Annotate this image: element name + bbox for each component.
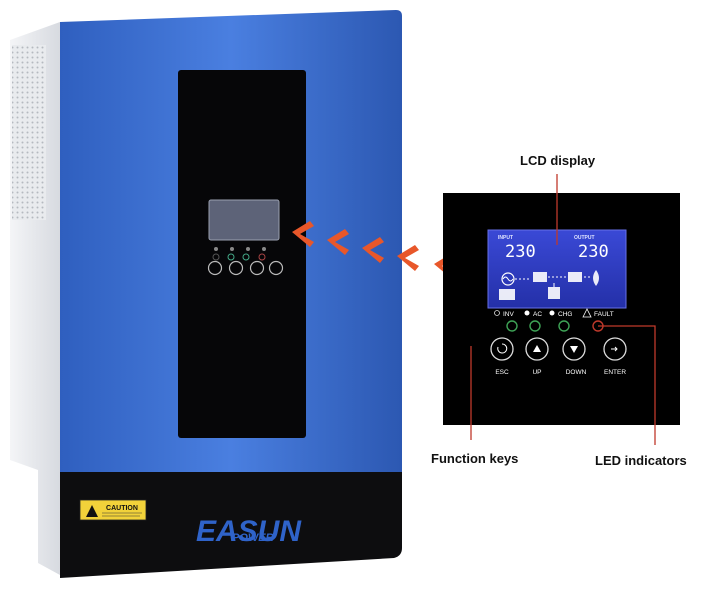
inverter-device: CAUTION EASUN POWER xyxy=(10,10,402,578)
solar-panel-icon xyxy=(499,289,515,300)
led-label-chg: CHG xyxy=(558,311,572,318)
led-label-row: INV AC CHG FAULT xyxy=(494,308,614,318)
brand-main: EASUN xyxy=(196,515,302,548)
callout-led-indicators: LED indicators xyxy=(595,453,687,468)
caution-text: CAUTION xyxy=(106,505,138,512)
caution-label: CAUTION xyxy=(79,499,147,521)
return-icon xyxy=(497,343,508,354)
inverter-icon xyxy=(533,272,547,282)
down-label: DOWN xyxy=(566,369,587,376)
led-label-inv: INV xyxy=(503,311,515,318)
side-vent xyxy=(12,45,46,220)
enter-label: ENTER xyxy=(604,369,626,376)
callout-lines xyxy=(470,174,656,445)
led-ac xyxy=(529,320,541,332)
callout-function-keys: Function keys xyxy=(431,451,518,466)
esc-key[interactable] xyxy=(490,337,514,361)
callout-lcd-display: LCD display xyxy=(520,153,596,168)
callout-line-leds xyxy=(598,325,656,445)
device-key-row xyxy=(207,260,284,276)
detail-panel: INPUT OUTPUT 230 230 INV AC CHG xyxy=(443,193,680,425)
ac-source-icon xyxy=(501,272,515,286)
sun-icon xyxy=(549,310,555,316)
lcd-output-label: OUTPUT xyxy=(574,235,595,241)
warning-icon xyxy=(582,308,592,318)
lcd-input-value: 230 xyxy=(505,242,536,262)
led-label-ac: AC xyxy=(533,311,542,318)
brand-logo: EASUN POWER xyxy=(196,515,302,548)
triangle-up-icon xyxy=(533,345,541,352)
front-window xyxy=(178,70,306,438)
output-icon xyxy=(568,272,582,282)
triangle-down-icon xyxy=(570,346,578,353)
load-icon xyxy=(593,270,599,286)
led-label-fault: FAULT xyxy=(594,311,614,318)
up-label: UP xyxy=(532,369,541,376)
led-inv xyxy=(506,320,518,332)
function-keys: ESC UP DOWN ENTER xyxy=(490,337,627,376)
lcd-input-label: INPUT xyxy=(498,235,513,241)
bottom-band xyxy=(60,472,402,578)
battery-icon xyxy=(548,287,560,299)
device-lcd xyxy=(208,199,280,241)
esc-label: ESC xyxy=(495,369,509,376)
lcd-output-value: 230 xyxy=(578,242,609,262)
sun-icon xyxy=(524,310,530,316)
brand-sub: POWER xyxy=(232,532,274,544)
sun-icon xyxy=(494,310,500,316)
enter-icon xyxy=(611,346,618,352)
device-led-row xyxy=(212,247,266,261)
led-chg xyxy=(558,320,570,332)
